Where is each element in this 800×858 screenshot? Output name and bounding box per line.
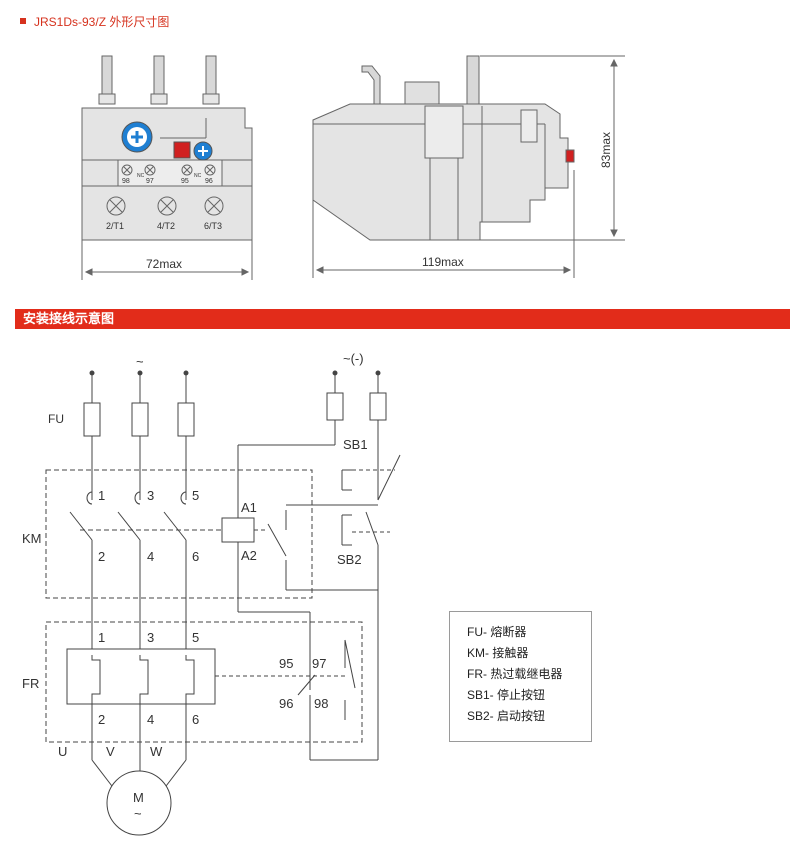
km-terminal-top: 1 bbox=[98, 488, 105, 503]
side-dimension bbox=[312, 55, 625, 278]
front-terminal-label: 98 bbox=[122, 178, 130, 185]
legend-item: SB2- 启动按钮 bbox=[467, 709, 546, 723]
fr-terminal-bottom: 2 bbox=[98, 712, 105, 727]
phase-v-label: V bbox=[106, 744, 115, 759]
front-output-label: 4/T2 bbox=[157, 221, 175, 231]
front-output-label: 2/T1 bbox=[106, 221, 124, 231]
section-bar: 安装接线示意图 bbox=[15, 309, 790, 329]
legend-item: FU- 熔断器 bbox=[467, 625, 527, 639]
km-label: KM bbox=[22, 531, 42, 546]
legend-box: FU- 熔断器 KM- 接触器 FR- 热过载继电器 SB1- 停止按钮 SB2… bbox=[449, 611, 592, 742]
nc-mark-left: NC bbox=[137, 173, 145, 179]
supply-symbol: ~ bbox=[136, 354, 144, 369]
legend-item: FR- 热过载继电器 bbox=[467, 667, 563, 681]
fr-terminal-top: 3 bbox=[147, 630, 154, 645]
km-terminal-bottom: 4 bbox=[147, 549, 154, 564]
km-terminal-bottom: 2 bbox=[98, 549, 105, 564]
side-width-dimension: 119max bbox=[422, 255, 464, 269]
drawing-title: JRS1Ds-93/Z 外形尺寸图 bbox=[34, 14, 170, 29]
km-terminal-top: 3 bbox=[147, 488, 154, 503]
fr-contact-98: 98 bbox=[314, 696, 328, 711]
front-dimension bbox=[81, 240, 253, 280]
km-terminal-bottom: 6 bbox=[192, 549, 199, 564]
coil-a2-label: A2 bbox=[241, 548, 257, 563]
fr-contact-97: 97 bbox=[312, 656, 326, 671]
front-terminal-label: 96 bbox=[205, 178, 213, 185]
nc-mark-right: NC bbox=[194, 173, 202, 179]
km-terminal-top: 5 bbox=[192, 488, 199, 503]
side-view bbox=[312, 55, 575, 241]
front-view bbox=[81, 55, 253, 241]
sb2-label: SB2 bbox=[337, 552, 362, 567]
front-width-dimension: 72max bbox=[146, 257, 182, 271]
control-supply-label: ~(-) bbox=[343, 351, 364, 366]
fr-contact-95: 95 bbox=[279, 656, 293, 671]
fu-label: FU bbox=[48, 412, 64, 426]
motor-label: M bbox=[133, 790, 144, 805]
motor-sub-label: ~ bbox=[134, 806, 142, 821]
legend-item: KM- 接触器 bbox=[467, 646, 529, 660]
fr-terminal-top: 5 bbox=[192, 630, 199, 645]
drawing-header: JRS1Ds-93/Z 外形尺寸图 bbox=[20, 12, 169, 30]
phase-w-label: W bbox=[150, 744, 163, 759]
fr-terminal-bottom: 4 bbox=[147, 712, 154, 727]
height-dimension: 83max bbox=[599, 132, 613, 168]
section-title: 安装接线示意图 bbox=[23, 311, 115, 326]
fr-contact-96: 96 bbox=[279, 696, 293, 711]
front-terminal-label: 95 bbox=[181, 178, 189, 185]
fr-terminal-bottom: 6 bbox=[192, 712, 199, 727]
wiring-schematic bbox=[45, 370, 401, 836]
phase-u-label: U bbox=[58, 744, 67, 759]
front-terminal-label: 97 bbox=[146, 178, 154, 185]
fr-terminal-top: 1 bbox=[98, 630, 105, 645]
legend-item: SB1- 停止按钮 bbox=[467, 688, 546, 702]
sb1-label: SB1 bbox=[343, 437, 368, 452]
fr-label: FR bbox=[22, 676, 39, 691]
front-output-label: 6/T3 bbox=[204, 221, 222, 231]
bullet-square-icon bbox=[20, 18, 26, 24]
coil-a1-label: A1 bbox=[241, 500, 257, 515]
